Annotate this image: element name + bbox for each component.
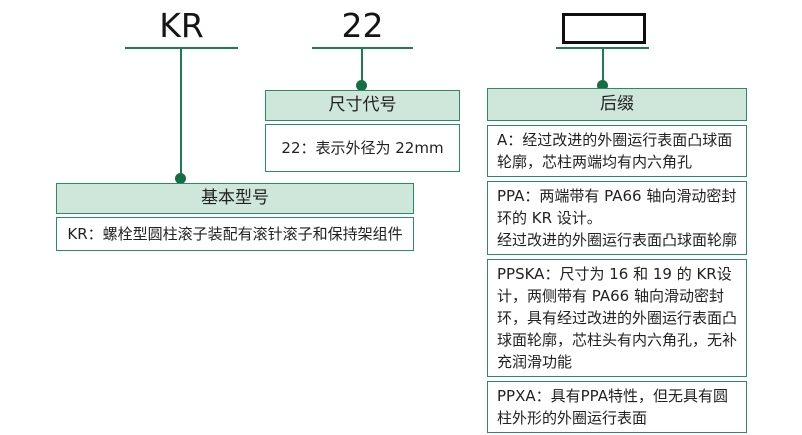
suffix-underline — [556, 47, 649, 49]
size-connector-line — [361, 49, 363, 81]
size-connector-dot — [356, 80, 367, 91]
prefix-connector-line — [180, 49, 182, 174]
code-size-label: 22 — [341, 6, 384, 45]
suffix-item-ppa: PPA：两端带有 PA66 轴向滑动密封环的 KR 设计。 经过改进的外圈运行表… — [487, 181, 747, 255]
suffix-box: 后缀 A：经过改进的外圈运行表面凸球面轮廓，芯柱两端均有内六角孔 PPA：两端带… — [487, 88, 747, 433]
size-underline — [312, 47, 413, 49]
basic-model-box: 基本型号 KR：螺栓型圆柱滚子装配有滚针滚子和保持架组件 — [56, 183, 414, 251]
basic-model-title: 基本型号 — [56, 183, 414, 214]
size-code-box: 尺寸代号 22：表示外径为 22mm — [265, 90, 460, 172]
size-code-title: 尺寸代号 — [265, 90, 460, 121]
suffix-title: 后缀 — [487, 88, 747, 121]
code-prefix-label: KR — [159, 6, 204, 45]
basic-model-description: KR：螺栓型圆柱滚子装配有滚针滚子和保持架组件 — [56, 217, 414, 251]
suffix-item-ppxa: PPXA：具有PPA特性，但无具有圆柱外形的外圈运行表面 — [487, 381, 747, 433]
suffix-connector-line — [602, 49, 604, 81]
prefix-connector-dot — [175, 173, 186, 184]
suffix-empty-slot — [562, 13, 646, 44]
suffix-item-ppska: PPSKA：尺寸为 16 和 19 的 KR设计，两侧带有 PA66 轴向滑动密… — [487, 259, 747, 377]
prefix-underline — [125, 47, 238, 49]
suffix-connector-dot — [597, 80, 608, 91]
size-code-description: 22：表示外径为 22mm — [265, 124, 460, 172]
suffix-item-a: A：经过改进的外圈运行表面凸球面轮廓，芯柱两端均有内六角孔 — [487, 125, 747, 177]
